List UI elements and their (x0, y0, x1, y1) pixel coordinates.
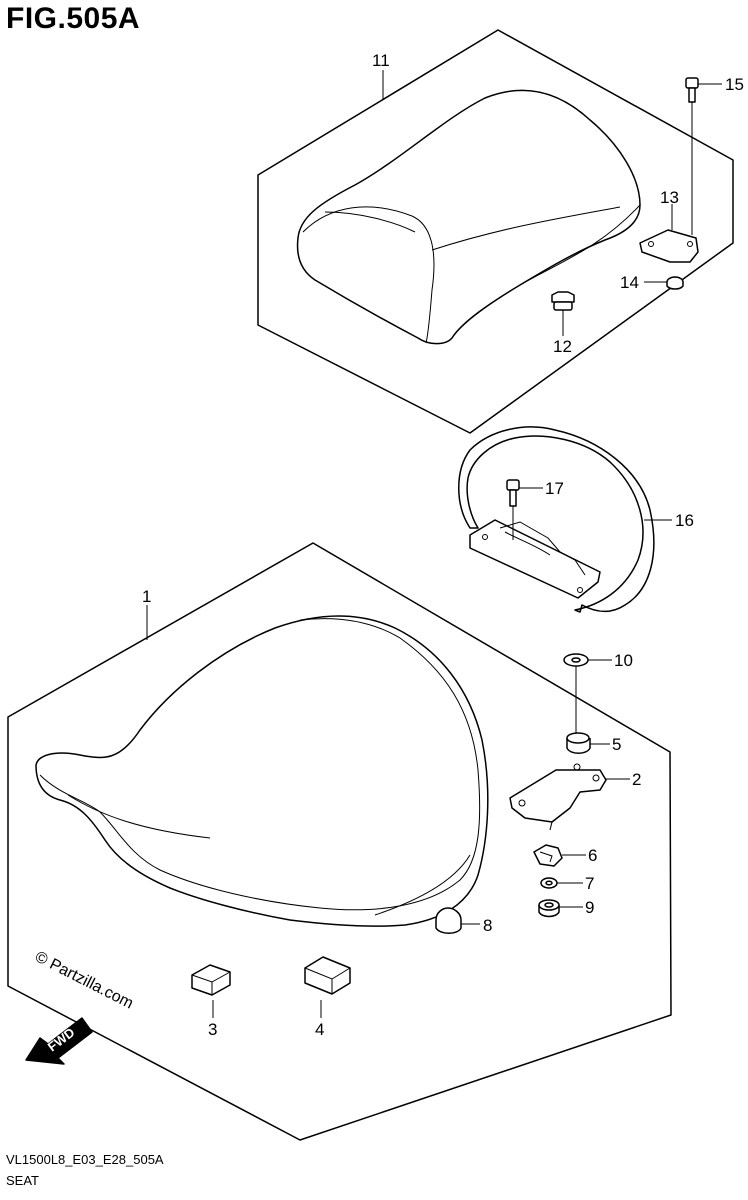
model-code: VL1500L8_E03_E28_505A (6, 1152, 164, 1167)
callout-12[interactable]: 12 (553, 337, 572, 356)
grommet[interactable] (538, 899, 560, 918)
callout-3[interactable]: 3 (208, 1020, 217, 1039)
callout-7[interactable]: 7 (585, 874, 594, 893)
callout-5[interactable]: 5 (612, 735, 621, 754)
callout-1[interactable]: 1 (142, 587, 151, 606)
nut[interactable] (666, 276, 684, 290)
callout-6[interactable]: 6 (588, 846, 597, 865)
rivet-nut[interactable] (551, 291, 575, 328)
callout-4[interactable]: 4 (315, 1020, 324, 1039)
rear-seat-group-frame (257, 29, 734, 434)
callout-16[interactable]: 16 (675, 511, 694, 530)
rear-seat[interactable] (296, 89, 641, 345)
pad-large[interactable] (304, 956, 351, 995)
callout-17[interactable]: 17 (545, 479, 564, 498)
fwd-arrow-icon: FWD (25, 1017, 93, 1065)
front-seat-bracket[interactable] (509, 763, 607, 831)
callout-8[interactable]: 8 (483, 916, 492, 935)
collar[interactable] (540, 877, 558, 889)
callout-9[interactable]: 9 (585, 898, 594, 917)
section-name: SEAT (6, 1173, 39, 1188)
callout-15[interactable]: 15 (725, 75, 744, 94)
bolt[interactable] (685, 77, 699, 235)
callout-11[interactable]: 11 (372, 51, 390, 70)
cushion[interactable] (566, 732, 591, 754)
callout-2[interactable]: 2 (632, 770, 641, 789)
grab-strap[interactable] (458, 426, 655, 613)
seat-bracket[interactable] (639, 229, 699, 263)
main-seat-group-frame (7, 542, 672, 1141)
front-seat[interactable] (35, 615, 489, 927)
callout-10[interactable]: 10 (614, 651, 633, 670)
screw[interactable] (506, 479, 520, 540)
callout-13[interactable]: 13 (660, 188, 679, 207)
pad-small[interactable] (191, 964, 231, 996)
callout-14[interactable]: 14 (620, 273, 639, 292)
watermark-text: © Partzilla.com (32, 948, 136, 1012)
leader-lines (146, 70, 722, 1018)
cushion-rubber[interactable] (435, 907, 462, 934)
clip[interactable] (533, 844, 563, 867)
washer[interactable] (563, 653, 589, 735)
figure-title: FIG.505A (6, 2, 141, 35)
